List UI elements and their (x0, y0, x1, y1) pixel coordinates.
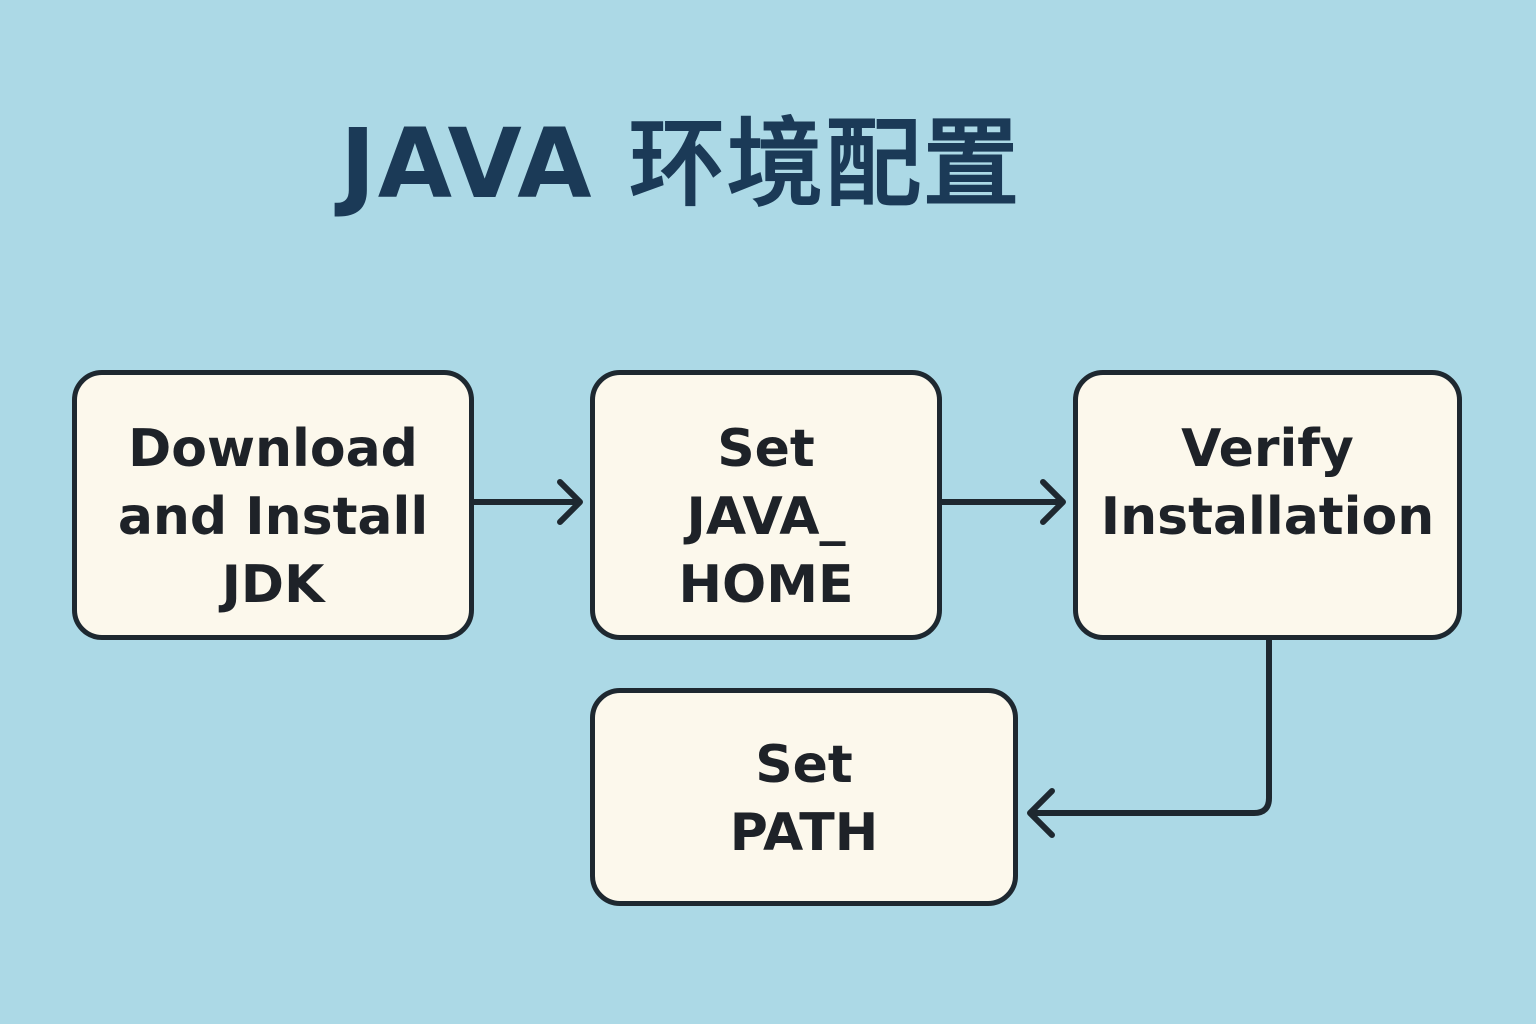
edge-verify-to-path (1027, 637, 1272, 838)
node-label: Download and Install JDK (117, 419, 429, 615)
edge-line (1030, 637, 1272, 816)
edge-download-to-java-home (471, 479, 583, 525)
arrowhead-icon (1040, 479, 1066, 525)
node-label: Verify Installation (1100, 419, 1435, 547)
node-verify-installation[interactable]: Verify Installation (1073, 370, 1462, 640)
node-label: Set JAVA_ HOME (678, 419, 854, 615)
node-label: Set PATH (729, 735, 879, 863)
node-set-java-home[interactable]: Set JAVA_ HOME (590, 370, 942, 640)
edge-java-home-to-verify (939, 479, 1066, 525)
arrowhead-icon (1027, 788, 1055, 838)
arrowhead-icon (557, 479, 583, 525)
node-download-install-jdk[interactable]: Download and Install JDK (72, 370, 474, 640)
diagram-title: JAVA 环境配置 (340, 108, 1021, 220)
node-set-path[interactable]: Set PATH (590, 688, 1018, 906)
